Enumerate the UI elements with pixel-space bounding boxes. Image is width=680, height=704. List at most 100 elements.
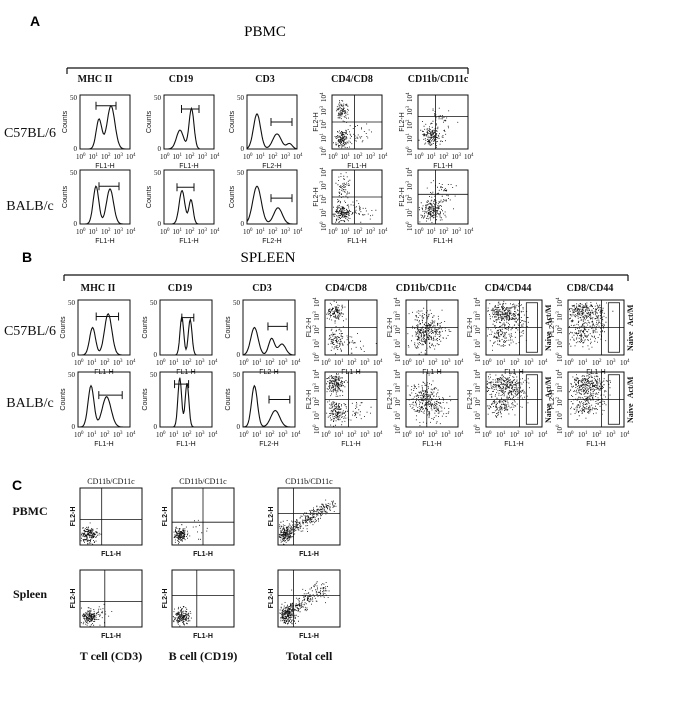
x-tick-exponent: 4 xyxy=(215,359,218,364)
y-axis-label: Counts xyxy=(60,388,67,411)
x-tick-label: 103 xyxy=(113,359,123,367)
y-tick-label: 103 xyxy=(474,383,482,393)
x-tick-exponent: 3 xyxy=(613,359,616,364)
x-tick-exponent: 4 xyxy=(385,153,388,158)
x-tick-label: 101 xyxy=(334,359,344,367)
histogram-frame xyxy=(242,299,296,356)
x-tick-exponent: 0 xyxy=(489,431,492,436)
x-tick-exponent: 4 xyxy=(133,153,136,158)
y-axis-label: Counts xyxy=(60,316,67,339)
y-axis-label: FL2-H xyxy=(399,187,406,206)
panel-a-col-header: CD19 xyxy=(169,74,193,85)
x-tick-exponent: 2 xyxy=(599,431,602,436)
panel-b-col-header: CD11b/CD11c xyxy=(396,283,457,294)
x-tick-exponent: 2 xyxy=(275,228,278,233)
x-tick-label: 100 xyxy=(239,359,249,367)
y-tick-label: 101 xyxy=(556,410,564,420)
x-tick-exponent: 0 xyxy=(328,431,331,436)
x-tick-exponent: 2 xyxy=(446,153,449,158)
histogram-curve xyxy=(78,312,130,356)
dotplot-frame xyxy=(277,569,341,628)
x-tick-exponent: 1 xyxy=(503,431,506,436)
x-tick-label: 101 xyxy=(256,228,266,236)
x-tick-exponent: 1 xyxy=(348,228,351,233)
histogram-curve xyxy=(164,106,214,150)
side-label-act: Act/M xyxy=(544,304,553,326)
panel-b-row-label: C57BL/6 xyxy=(4,324,56,339)
panel-a-row-label: BALB/c xyxy=(6,199,53,214)
x-tick-label: 100 xyxy=(414,228,424,236)
x-tick-exponent: 2 xyxy=(192,153,195,158)
x-tick-exponent: 3 xyxy=(459,228,462,233)
x-tick-label: 103 xyxy=(198,153,208,161)
x-tick-exponent: 4 xyxy=(380,431,383,436)
y-tick-max: 50 xyxy=(237,94,245,102)
x-tick-exponent: 1 xyxy=(180,228,183,233)
y-tick-exponent: 3 xyxy=(406,181,411,184)
x-tick-exponent: 1 xyxy=(180,153,183,158)
x-tick-exponent: 3 xyxy=(288,228,291,233)
gate-box xyxy=(525,374,538,425)
panel-a-col-header: CD4/CD8 xyxy=(331,74,373,85)
x-tick-label: 101 xyxy=(415,431,425,439)
histogram-frame xyxy=(163,94,215,150)
x-tick-exponent: 1 xyxy=(341,359,344,364)
y-axis-label: FL2-H xyxy=(162,589,169,609)
y-tick-exponent: 3 xyxy=(320,181,325,184)
y-axis-label: FL2-H xyxy=(70,589,77,609)
x-tick-label: 102 xyxy=(185,153,195,161)
x-tick-exponent: 1 xyxy=(94,359,97,364)
x-tick-exponent: 2 xyxy=(517,359,520,364)
x-tick-label: 100 xyxy=(156,431,166,439)
x-tick-label: 104 xyxy=(620,359,630,367)
histogram-frame xyxy=(159,299,213,356)
y-tick-exponent: 1 xyxy=(474,410,479,413)
histogram-frame xyxy=(242,371,296,428)
y-tick-zero: 0 xyxy=(237,423,241,431)
dotplot-events xyxy=(333,100,372,149)
x-tick-exponent: 3 xyxy=(613,431,616,436)
x-tick-label: 102 xyxy=(347,431,357,439)
x-axis-label: FL1-H xyxy=(299,551,319,558)
x-tick-label: 101 xyxy=(496,431,506,439)
x-tick-label: 104 xyxy=(464,153,474,161)
y-tick-max: 50 xyxy=(70,94,78,102)
y-tick-exponent: 3 xyxy=(474,383,479,386)
y-tick-exponent: 4 xyxy=(313,369,318,372)
y-tick-label: 103 xyxy=(394,311,402,321)
x-tick-exponent: 4 xyxy=(471,153,474,158)
x-tick-exponent: 2 xyxy=(108,228,111,233)
dotplot-events xyxy=(486,373,530,418)
x-tick-exponent: 4 xyxy=(133,359,136,364)
x-tick-label: 100 xyxy=(402,359,412,367)
x-tick-exponent: 3 xyxy=(448,359,451,364)
y-tick-exponent: 1 xyxy=(556,338,561,341)
y-axis-label: Counts xyxy=(229,185,236,208)
y-tick-zero: 0 xyxy=(72,423,76,431)
x-tick-label: 100 xyxy=(160,228,170,236)
y-tick-label: 103 xyxy=(320,106,328,116)
dotplot-events xyxy=(279,581,330,625)
panel-a-col-header: MHC II xyxy=(78,74,113,85)
x-tick-exponent: 2 xyxy=(192,228,195,233)
x-tick-exponent: 1 xyxy=(422,359,425,364)
x-axis-label: FL1-H xyxy=(299,633,319,640)
y-axis-label: Counts xyxy=(146,110,153,133)
y-tick-label: 104 xyxy=(320,167,328,177)
histogram-curve xyxy=(242,326,295,356)
